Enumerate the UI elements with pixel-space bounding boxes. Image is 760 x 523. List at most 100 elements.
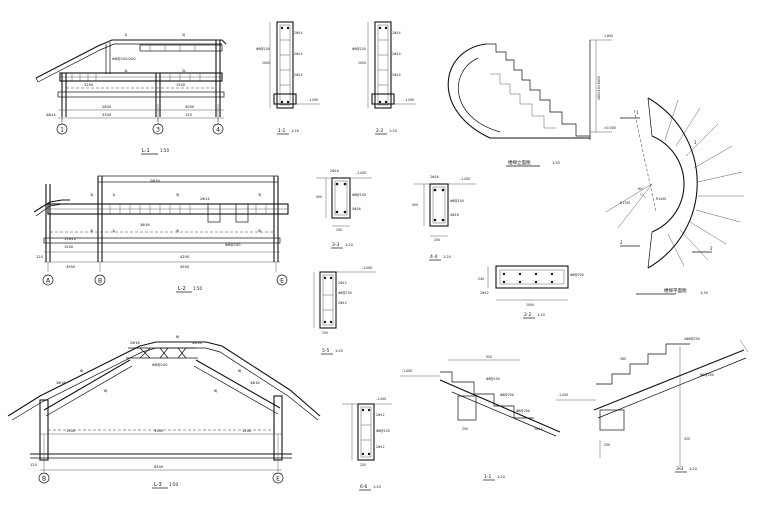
rebar-text: 2Φ14 [392,52,401,56]
rebar-text: 2Φ12 [338,301,347,305]
view-scale: 1:50 [193,286,202,291]
rebar-text: 2Φ14 [200,197,210,201]
view-title: L-3 [154,482,162,488]
rebar-text: 2Φ12 [338,281,347,285]
view-title: 3-3 [332,242,339,248]
rebar-text: Φ8@100 [256,47,270,51]
view-title: 4-4 [430,254,437,260]
elevation-text: -1.000 [404,98,414,102]
section-2-2-top: 2Φ14 2Φ14 2Φ14 Φ8@100 -1.000 1000 2-2 1:… [352,21,416,135]
section-mark: 2 [710,246,713,251]
section-1-1-stair: -1.000 Φ8@100 Φ8@200 Φ8@200 1Φ14 250 520… [400,355,561,481]
rebar-text: 1Φ14 [534,427,543,431]
section-2-2-stair: 2Φ12 Φ8@200 1000 240 2-2 1:20 [478,265,584,319]
dimension-text: 4500 [180,265,190,269]
section-mark: 2 [620,240,623,245]
dimension-text: 4Φ14 [46,113,56,117]
rebar-text: Φ8@200 [500,393,514,397]
axis-label: B [98,278,102,285]
rebar-text: 4Φ8@200 [684,337,700,341]
view-scale: 1:20 [389,129,397,133]
dimension-text: 180×10=1800 [597,76,601,100]
view-title: 1-1 [278,128,285,134]
rebar-text: 2Φ16 [192,341,202,345]
view-title: L-2 [178,286,186,292]
rebar-text: Φ8@100 [486,377,500,381]
view-title: 楼梯立面图 [508,159,531,166]
rebar-text: 2Φ16 [430,175,439,179]
section-3-3: 2Φ16 4Φ16 Φ8@100 -1.000 250 500 3-3 1:20 [316,169,372,249]
view-title: 5-5 [322,348,329,354]
dimension-text: 2800 [102,105,112,109]
view-scale: 1:30 [700,291,708,295]
section-4-4: 2Φ16 4Φ16 Φ8@100 -1.000 250 500 4-4 1:20 [412,175,476,261]
elevation-text: -1.000 [460,177,470,181]
view-scale: 1:20 [689,467,697,471]
dimension-text: 3900 [66,265,76,269]
member-tag: 5J [176,229,179,233]
dimension-text: 6300 [154,465,164,469]
view-scale: 1:50 [169,482,178,487]
rebar-text: 2Φ14 [294,52,303,56]
elevation-text: -1.000 [402,369,412,373]
view-scale: 1:20 [335,349,343,353]
rebar-text: 2Φ12 [480,291,489,295]
rebar-text: 2Φ14 [294,73,303,77]
dimension-text: 1200 [84,83,94,87]
view-scale: 1:50 [160,148,169,153]
axis-bubble-e [272,472,284,484]
axis-label: 3 [156,127,160,134]
section-5-5: 2Φ12 2Φ12 Φ8@150 -1.000 250 5-5 1:20 [313,266,376,355]
member-tag: 1J [112,229,115,233]
member-tag: 6J [80,369,83,373]
rebar-text: Φ8@150 [376,429,390,433]
dimension-text: 500 [316,195,322,199]
elevation-text: -1.000 [558,393,568,397]
dimension-text: R1700 [620,201,630,205]
axis-bubble-b [94,274,106,286]
dimension-text: 60° [638,187,644,191]
dimension-text: 3300 [102,113,112,117]
rebar-text: Φ8@150 [338,291,352,295]
rebar-text: 3Φ18 [250,381,260,385]
member-tag: 6J [214,389,217,393]
rebar-text: 3Φ16 [140,223,150,227]
view-title: 2-2 [524,312,531,318]
rebar-text: 3Φ18 [56,381,66,385]
member-tag: 5J [258,229,261,233]
dimension-text: 1000 [262,61,270,65]
view-scale: 1:20 [345,243,353,247]
member-tag: 1L [124,69,128,73]
rebar-text: 2Φ16 [330,169,339,173]
rebar-text: 2Φ12 [376,445,385,449]
rebar-text: Φ8@100/200 [112,57,136,61]
axis-label: B [42,476,46,483]
dimension-text: 520 [486,355,492,359]
dimension-text: 3300 [154,429,164,433]
member-tag: 6J [176,335,179,339]
elevation-text: -1.000 [362,266,372,270]
view-title: 楼梯平面图 [664,287,687,294]
dimension-text: 120 [30,463,38,467]
elevation-text: -1.000 [376,397,386,401]
axis-label: A [46,278,51,285]
dimension-text: 240 [478,277,484,281]
dimension-text: 1000 [526,303,534,307]
elevation-text: 1.800 [604,34,613,38]
dimension-text: 250 [604,443,610,447]
axis-label: 4 [216,127,220,134]
axis-bubble-1 [56,123,68,135]
axis-label: E [276,476,280,483]
member-tag: 6J [104,389,107,393]
axis-bubble-a [42,274,54,286]
rebar-text: 2Φ14 [392,31,401,35]
dimension-text: 4200 [180,255,190,259]
member-tag: 2J [182,33,185,37]
rebar-text: 4Φ16 [450,213,459,217]
rebar-text: 2Φ12 [376,413,385,417]
dimension-text: 520 [684,437,690,441]
elevation-text: -1.000 [308,98,318,102]
elevation-text: ±0.000 [604,126,616,130]
view-scale: 1:30 [552,161,560,165]
